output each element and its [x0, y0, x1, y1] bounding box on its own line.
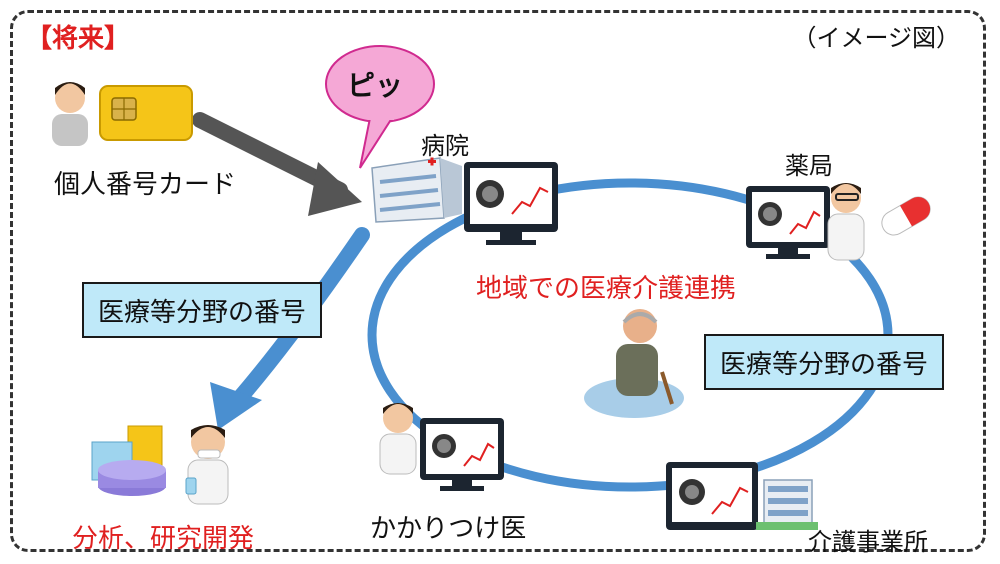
medical-number-box-right: 医療等分野の番号	[704, 334, 944, 390]
capsule-icon	[881, 196, 931, 236]
pharmacist-person-icon	[827, 183, 865, 261]
monitor-family-doctor-icon	[420, 418, 504, 491]
monitor-care-office-icon	[666, 462, 758, 530]
hospital-building-icon	[371, 157, 462, 223]
care-office-building-icon	[756, 479, 818, 530]
card-holder-person-icon	[52, 82, 88, 146]
family-doctor-person-icon	[379, 403, 417, 475]
card-label: 個人番号カード	[54, 170, 237, 200]
researcher-person-icon	[185, 425, 229, 505]
database-chart-icon	[91, 425, 166, 496]
family-doctor-label: かかりつけ医	[370, 514, 527, 544]
card-to-hospital-arrow	[192, 112, 362, 216]
ic-card-icon	[99, 85, 193, 141]
care-office-label: 介護事業所	[808, 528, 928, 556]
regional-cooperation-label: 地域での医療介護連携	[476, 274, 737, 304]
monitor-hospital-icon	[464, 162, 558, 245]
medical-number-box-left: 医療等分野の番号	[82, 282, 322, 338]
pharmacy-label: 薬局	[785, 152, 833, 180]
image-note: （イメージ図）	[792, 24, 960, 52]
dashed-frame	[10, 10, 986, 552]
research-label: 分析、研究開発	[72, 524, 255, 554]
future-title: 【将来】	[26, 24, 131, 54]
hospital-label: 病院	[421, 132, 469, 160]
monitor-pharmacy-icon	[746, 186, 830, 259]
speech-bubble-text: ピッ	[347, 69, 404, 102]
elderly-person-icon	[584, 309, 684, 418]
speech-bubble	[325, 45, 435, 169]
